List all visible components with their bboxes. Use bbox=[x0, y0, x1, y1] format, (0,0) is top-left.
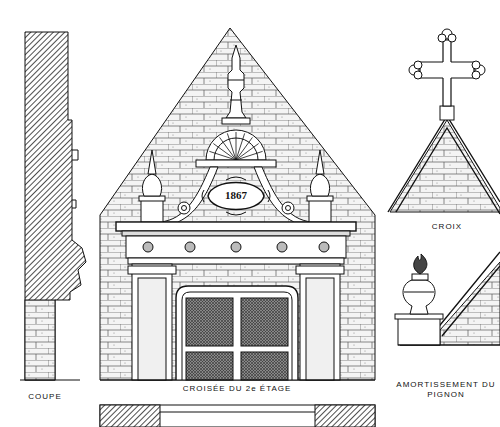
gable-finial-detail bbox=[395, 252, 500, 345]
roundel bbox=[185, 242, 195, 252]
view-caption: CROISÉE DU 2e ÉTAGE bbox=[145, 384, 329, 394]
shell-ray bbox=[236, 133, 245, 160]
side-finial bbox=[307, 150, 333, 222]
roundel bbox=[143, 242, 153, 252]
view-caption: AMORTISSEMENT DU PIGNON bbox=[394, 380, 498, 400]
shell-ray bbox=[220, 137, 236, 160]
shell-ray bbox=[213, 144, 236, 160]
side-finial bbox=[139, 150, 165, 222]
shell-ray bbox=[209, 151, 236, 160]
shell-ray bbox=[236, 137, 252, 160]
roundel bbox=[231, 242, 241, 252]
roundel bbox=[277, 242, 287, 252]
view-caption: CROIX bbox=[415, 222, 479, 232]
view-caption: COUPE bbox=[13, 392, 77, 402]
shell-ray bbox=[236, 151, 263, 160]
shell-ray bbox=[227, 133, 236, 160]
cross-detail bbox=[388, 29, 500, 214]
roundel bbox=[319, 242, 329, 252]
section-view bbox=[20, 32, 86, 380]
window-elevation bbox=[100, 28, 375, 427]
shell-ray bbox=[236, 132, 237, 160]
shell-ray bbox=[236, 144, 259, 160]
date-inscription: 1867 bbox=[215, 189, 257, 203]
